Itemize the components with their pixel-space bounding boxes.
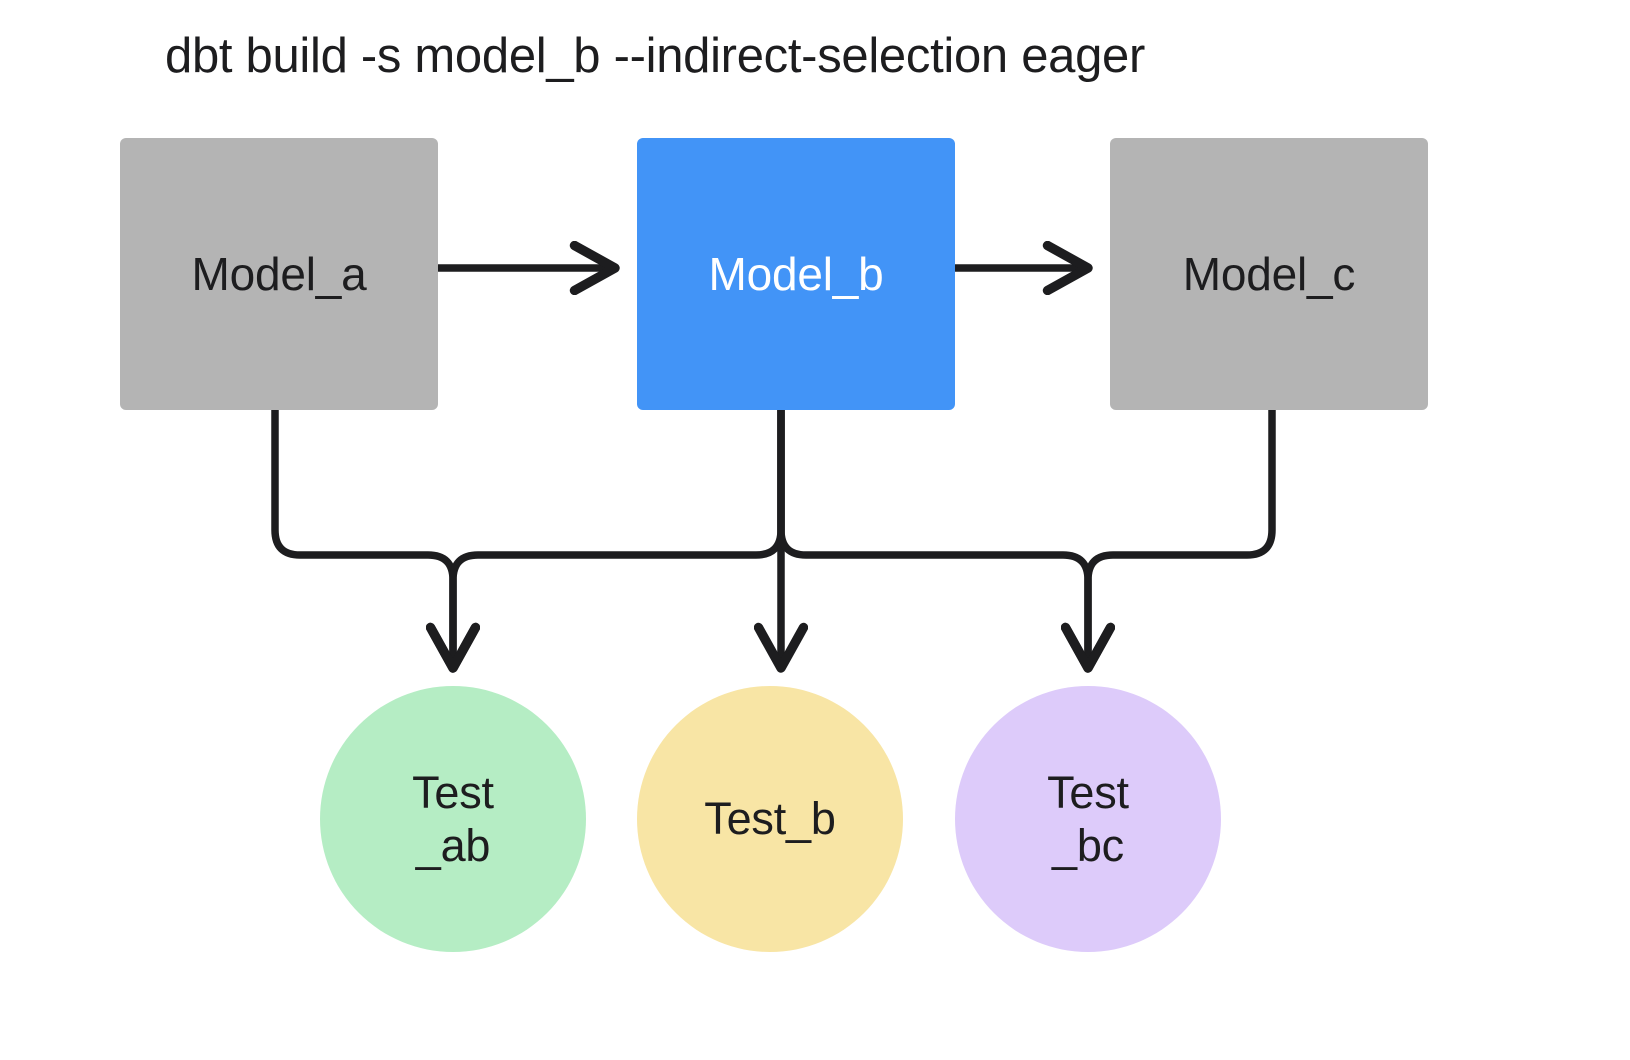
node-test-ab-label-line2: _ab xyxy=(415,820,491,871)
node-test-b-label-line1: Test_b xyxy=(704,793,836,845)
node-model-a-label: Model_a xyxy=(191,248,367,300)
node-test-b[interactable]: Test_b xyxy=(637,686,903,952)
node-model-b-label: Model_b xyxy=(708,248,884,300)
node-model-b[interactable]: Model_b xyxy=(637,138,955,410)
edge-model-a-to-test-ab xyxy=(271,410,453,668)
node-test-bc-label-line1: Test xyxy=(1047,766,1129,818)
edge-model-b-to-test-ab xyxy=(453,410,785,668)
node-model-c-label: Model_c xyxy=(1182,248,1356,300)
node-test-bc[interactable]: Test _bc xyxy=(955,686,1221,952)
diagram-title: dbt build -s model_b --indirect-selectio… xyxy=(165,29,1146,83)
edge-model-b-to-test-bc xyxy=(777,410,1088,668)
node-model-a[interactable]: Model_a xyxy=(120,138,438,410)
node-test-ab-label-line1: Test xyxy=(412,766,494,818)
node-model-c[interactable]: Model_c xyxy=(1110,138,1428,410)
node-test-ab[interactable]: Test _ab xyxy=(320,686,586,952)
node-test-bc-label-line2: _bc xyxy=(1052,820,1124,871)
edge-model-c-to-test-bc xyxy=(1088,410,1276,668)
